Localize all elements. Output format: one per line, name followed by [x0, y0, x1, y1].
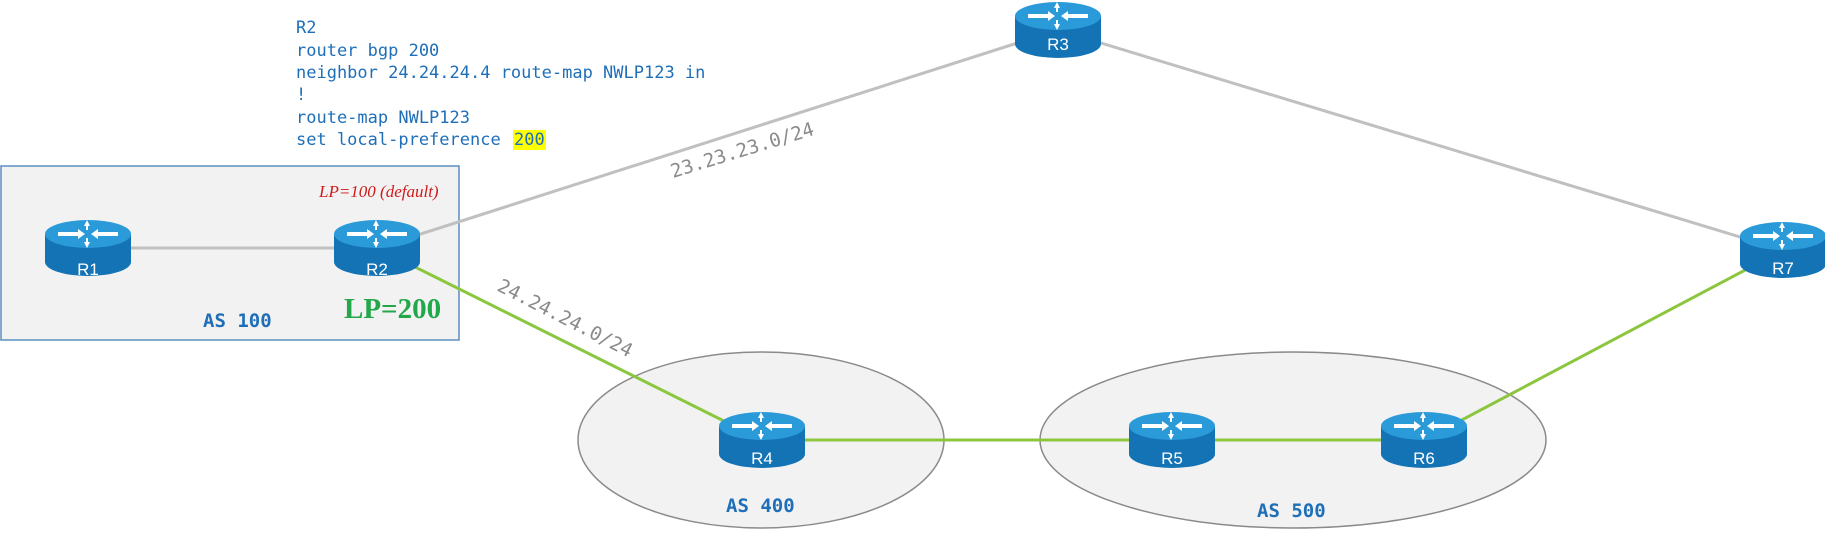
config-line-6: set local-preference: [296, 130, 511, 150]
router-r3[interactable]: R3: [1015, 2, 1101, 58]
router-label: R5: [1161, 449, 1183, 468]
config-highlight-value: 200: [514, 130, 545, 150]
router-r7[interactable]: R7: [1740, 222, 1825, 278]
link-r2-r3: [376, 28, 1059, 250]
config-line-4: !: [296, 85, 306, 105]
router-label: R2: [366, 260, 388, 279]
router-r1[interactable]: R1: [45, 220, 131, 279]
as500-label: AS 500: [1257, 500, 1326, 522]
as400-label: AS 400: [726, 495, 795, 517]
link-r3-r7: [1057, 28, 1784, 252]
config-highlight-box: [513, 130, 546, 150]
router-r5[interactable]: R5: [1129, 412, 1215, 468]
config-line-3: neighbor 24.24.24.4 route-map NWLP123 in: [296, 63, 705, 83]
config-line-1: R2: [296, 18, 316, 38]
router-label: R6: [1413, 449, 1435, 468]
as100-label: AS 100: [203, 310, 272, 332]
lp-new-label: LP=200: [344, 293, 441, 325]
network-label-23: 23.23.23.0/24: [668, 118, 817, 183]
router-label: R7: [1772, 259, 1794, 278]
lp-default-label: LP=100 (default): [318, 182, 439, 201]
router-r4[interactable]: R4: [719, 412, 805, 468]
router-label: R3: [1047, 35, 1069, 54]
router-label: R1: [77, 260, 99, 279]
link-r6-r7: [1423, 248, 1784, 442]
router-r2[interactable]: R2: [334, 220, 420, 279]
router-r6[interactable]: R6: [1381, 412, 1467, 468]
router-label: R4: [751, 449, 773, 468]
link-r2-r4: [376, 246, 763, 442]
config-line-5: route-map NWLP123: [296, 108, 470, 128]
config-line-2: router bgp 200: [296, 41, 439, 61]
